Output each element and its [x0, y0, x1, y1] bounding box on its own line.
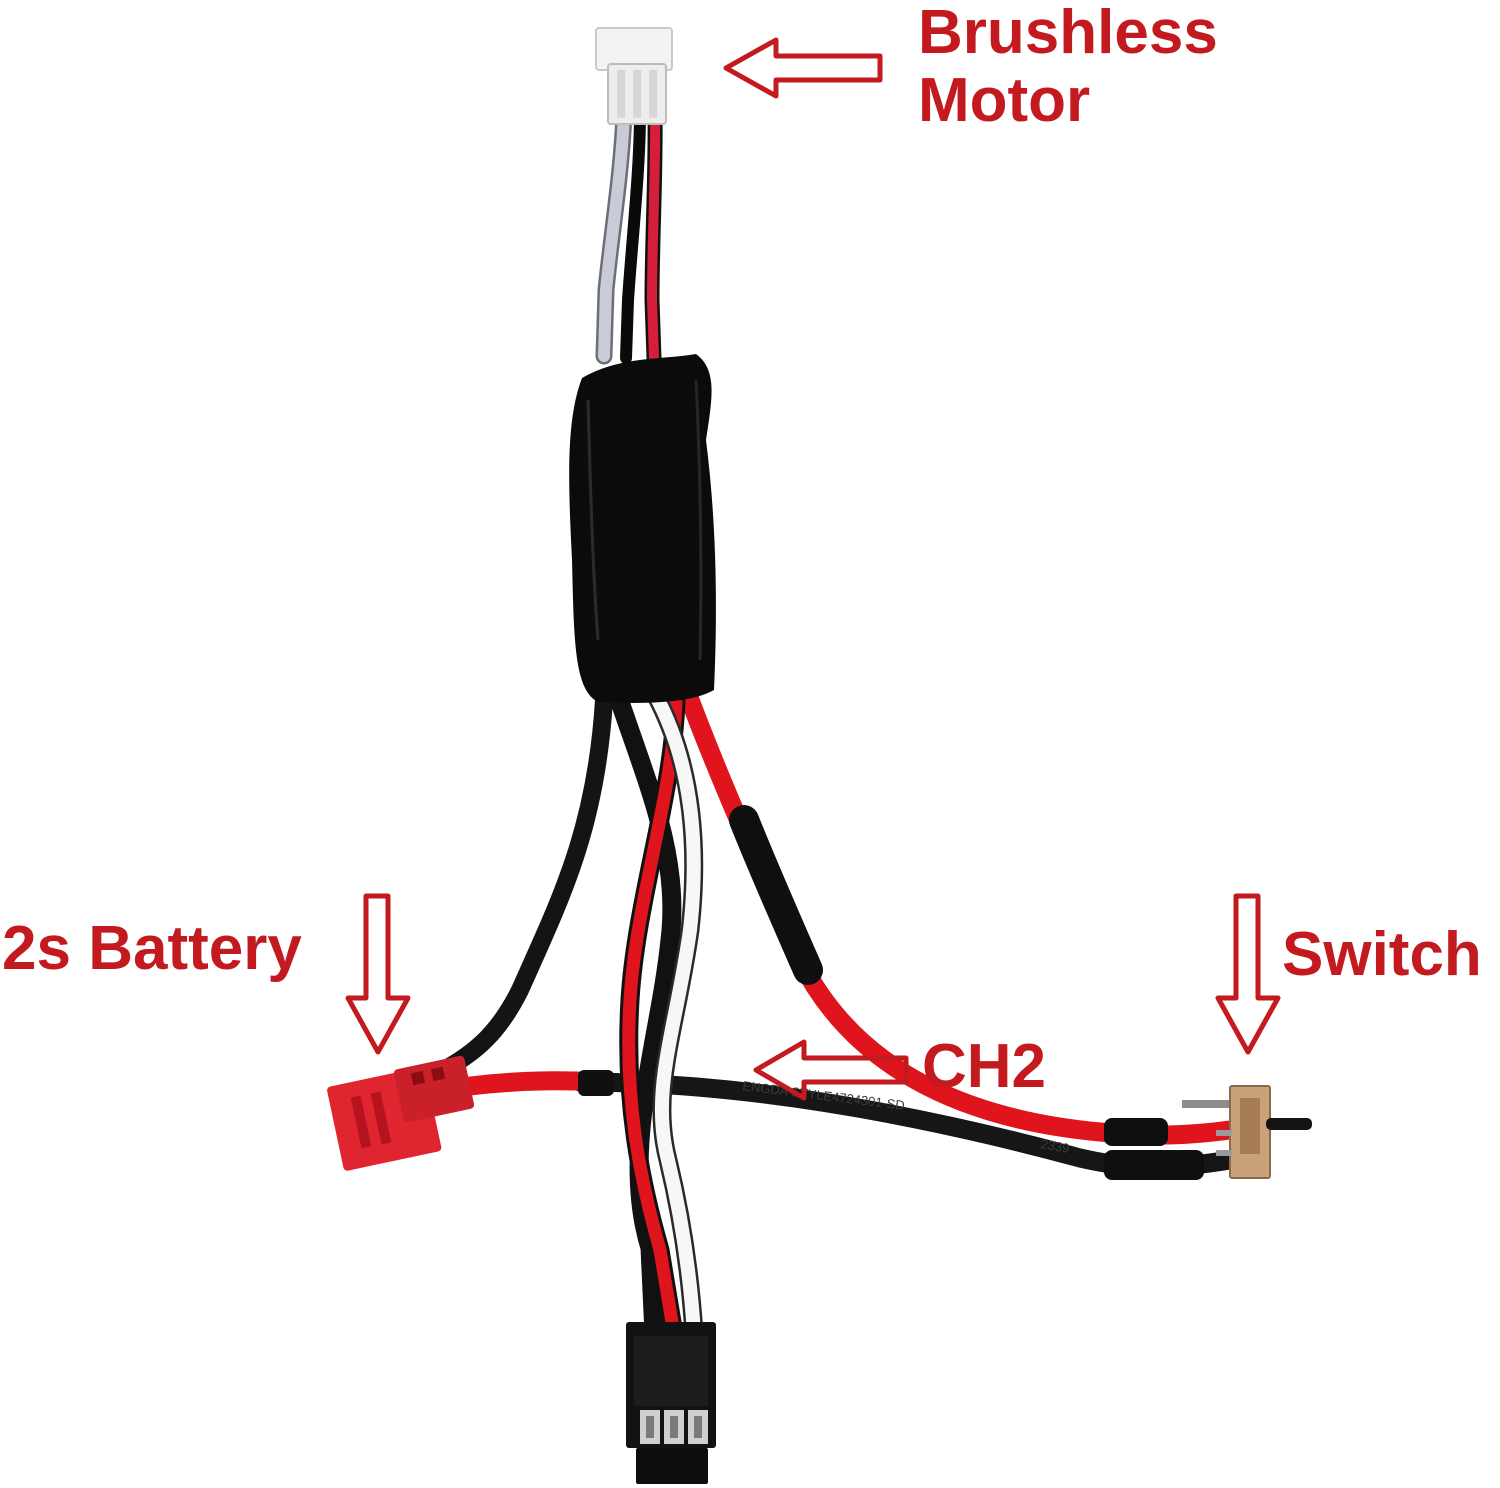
arrow-down-icon: [345, 893, 411, 1055]
motor-connector: [595, 27, 673, 125]
heat-shrink: [729, 805, 1204, 1180]
wire-print-code: 2339: [1039, 1136, 1070, 1156]
ch2-servo-lead: [610, 686, 704, 1344]
arrow-down-icon: [1215, 893, 1281, 1055]
battery-black-lead: [431, 691, 613, 1081]
battery-red-lead: [460, 1070, 614, 1096]
switch-label: Switch: [1282, 920, 1482, 989]
brushless-motor-label-line2: Motor: [918, 66, 1091, 135]
motor-wires: [595, 103, 663, 366]
ch2-label: CH2: [922, 1032, 1047, 1101]
arrow-left-icon: [753, 1039, 909, 1101]
ch2-servo-connector: [626, 1322, 716, 1484]
battery-jst-connector: [327, 1055, 475, 1171]
slide-switch: [1182, 1085, 1312, 1179]
battery-label: 2s Battery: [2, 914, 302, 983]
esc-body: [569, 354, 716, 703]
brushless-motor-label: Brushless: [918, 0, 1218, 67]
arrow-left-icon: [723, 37, 883, 99]
